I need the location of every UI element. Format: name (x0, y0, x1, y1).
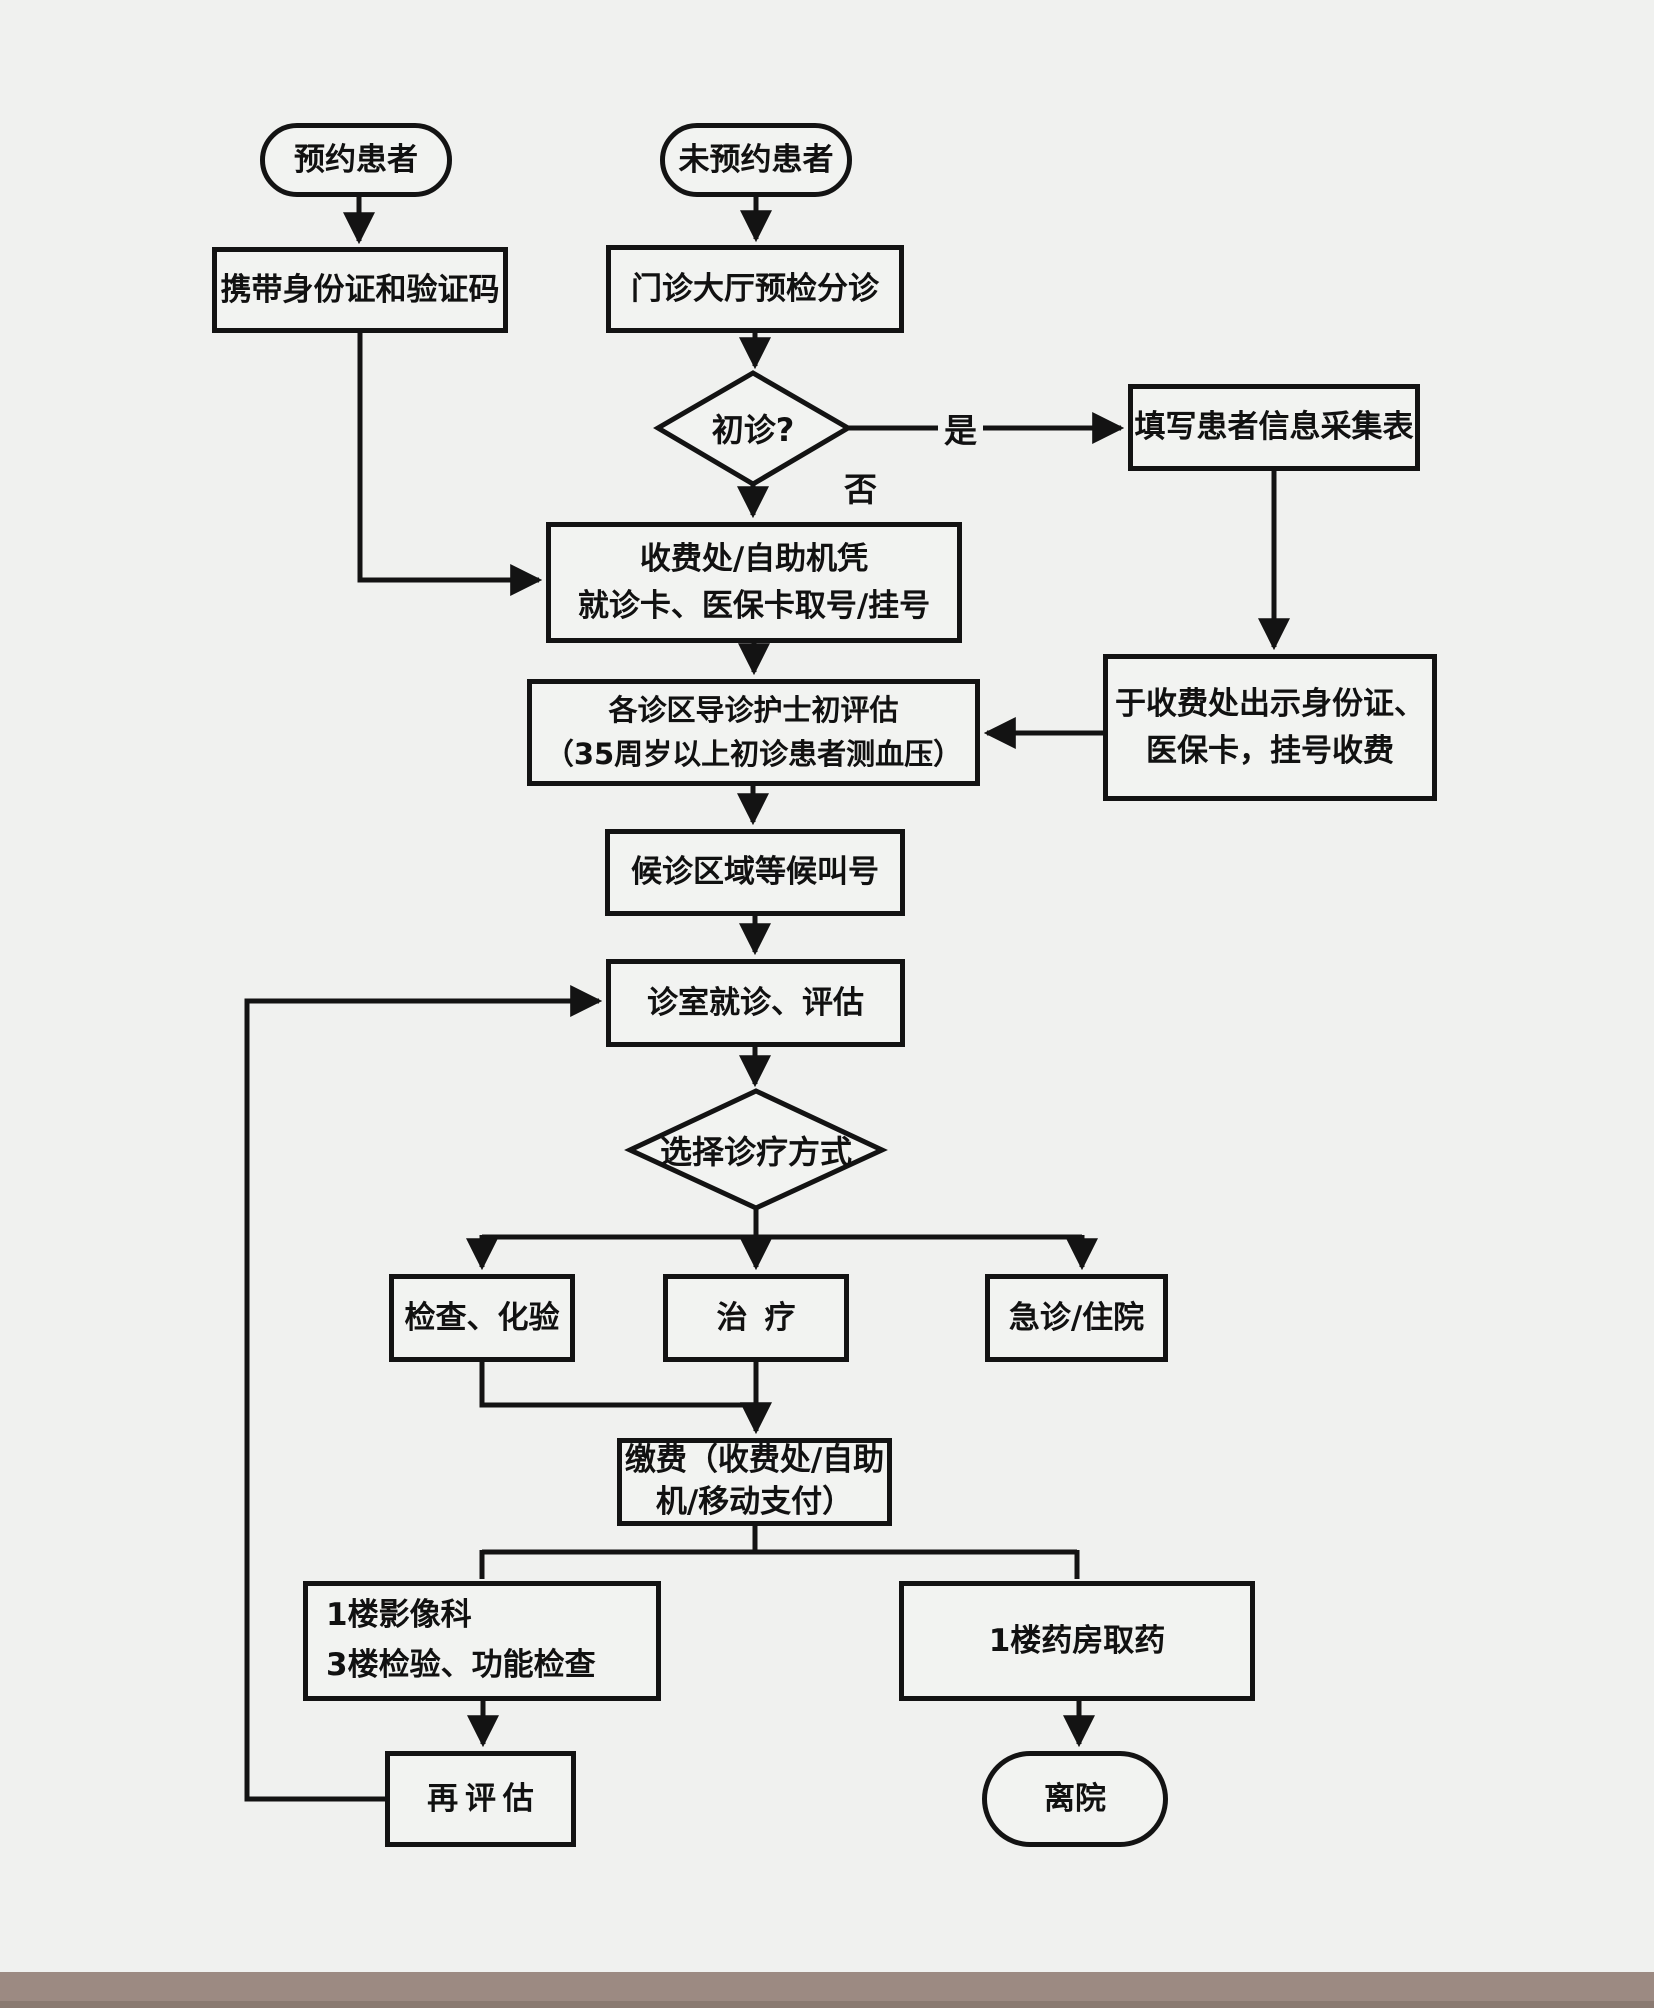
node-label: 离院 (1044, 1780, 1106, 1817)
node-label-line2: 机/移动支付） (655, 1484, 854, 1520)
node-waiting-area: 候诊区域等候叫号 (605, 829, 905, 916)
decision-label-choose-treatment: 选择诊疗方式 (659, 1133, 852, 1171)
node-label-line2: 医保卡，挂号收费 (1146, 732, 1394, 769)
node-fill-info-form: 填写患者信息采集表 (1128, 384, 1420, 471)
node-reassessment: 再评估 (385, 1751, 576, 1847)
node-label: 诊室就诊、评估 (647, 984, 864, 1021)
node-pharmacy-pickup: 1楼药房取药 (899, 1581, 1255, 1701)
node-label: 门诊大厅预检分诊 (631, 270, 879, 307)
node-register-kiosk: 收费处/自助机凭 就诊卡、医保卡取号/挂号 (546, 522, 962, 643)
node-label: 未预约患者 (678, 141, 834, 178)
node-label: 填写患者信息采集表 (1134, 409, 1414, 446)
node-label-line1: 1楼影像科 (326, 1597, 472, 1634)
edge-label-yes: 是 (938, 404, 983, 452)
edge-bringid-to-register (357, 333, 543, 597)
node-treatment: 治疗 (663, 1274, 849, 1362)
node-label-line1: 各诊区导诊护士初评估 (608, 693, 899, 727)
node-pay-registration-desk: 于收费处出示身份证、 医保卡，挂号收费 (1103, 654, 1437, 801)
edge-label-no: 否 (838, 463, 883, 511)
node-label-line1: 缴费（收费处/自助 (624, 1442, 885, 1479)
node-exam-lab: 检查、化验 (389, 1274, 575, 1362)
node-triage-hall: 门诊大厅预检分诊 (606, 245, 904, 333)
node-label-line2: 就诊卡、医保卡取号/挂号 (577, 587, 931, 624)
node-bring-id: 携带身份证和验证码 (212, 247, 508, 333)
node-label-line2: 3楼检验、功能检查 (326, 1647, 596, 1683)
node-consultation: 诊室就诊、评估 (606, 959, 905, 1047)
node-imaging-lab-floors: 1楼影像科 3楼检验、功能检查 (303, 1581, 661, 1701)
decision-first-visit (653, 370, 853, 487)
node-label: 候诊区域等候叫号 (631, 854, 879, 891)
decision-label-first-visit: 初诊? (711, 411, 795, 449)
decision-choose-treatment (624, 1088, 888, 1211)
node-start-booked-patient: 预约患者 (260, 123, 452, 197)
edge-exam-join (479, 1362, 754, 1408)
node-payment: 缴费（收费处/自助 机/移动支付） (617, 1438, 892, 1526)
node-label: 治疗 (716, 1299, 813, 1336)
node-emergency-admission: 急诊/住院 (985, 1274, 1168, 1362)
node-label-line1: 于收费处出示身份证、 (1115, 686, 1425, 722)
node-label: 预约患者 (294, 141, 418, 178)
node-label: 1楼药房取药 (988, 1622, 1166, 1659)
node-label: 检查、化验 (404, 1299, 560, 1336)
node-leave-hospital: 离院 (982, 1751, 1168, 1847)
footer-accent-bar (0, 1972, 1654, 2008)
node-label: 携带身份证和验证码 (220, 271, 500, 308)
edge-reassess-loop-to-consult (244, 984, 603, 1802)
node-label: 急诊/住院 (1008, 1299, 1145, 1336)
node-label-line2: （35周岁以上初诊患者测血压） (544, 736, 963, 771)
node-start-walkin-patient: 未预约患者 (660, 123, 852, 197)
node-nurse-initial-assessment: 各诊区导诊护士初评估 （35周岁以上初诊患者测血压） (527, 679, 980, 786)
node-label-line1: 收费处/自助机凭 (639, 541, 869, 577)
node-label: 再评估 (427, 1780, 541, 1817)
